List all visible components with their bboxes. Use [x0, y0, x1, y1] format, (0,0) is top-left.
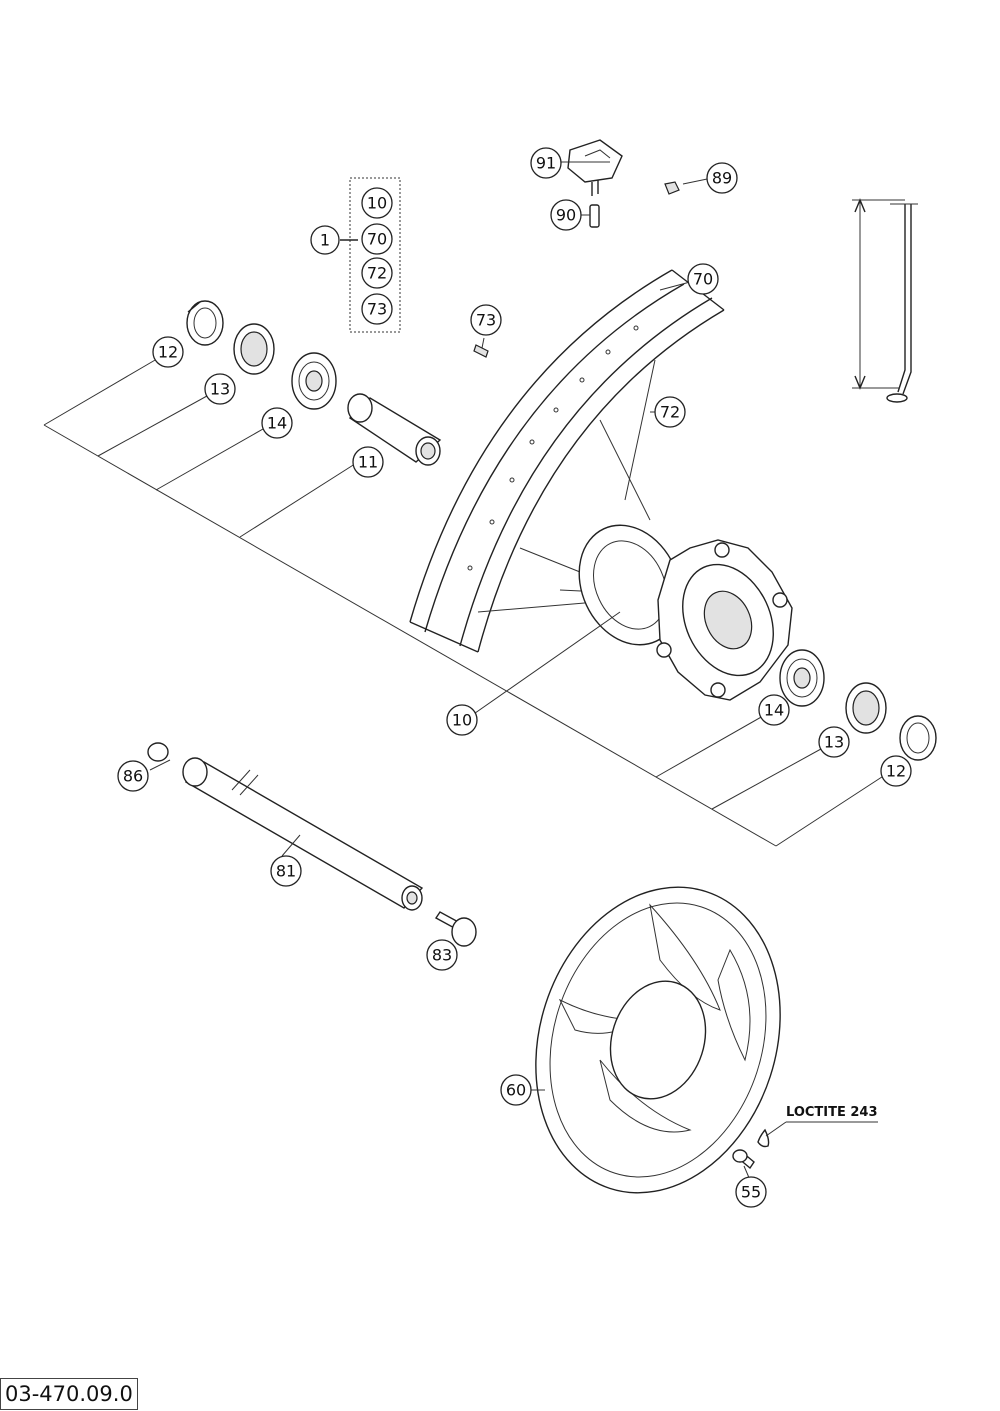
disc-screw-part — [732, 1149, 755, 1170]
callout-10-label: 10 — [452, 711, 472, 730]
callout-83-label: 83 — [432, 946, 452, 965]
kit-callout-73-label: 73 — [367, 300, 387, 319]
callout-14-left: 14 — [261, 407, 293, 439]
wheel-hub-part — [578, 524, 793, 701]
right-shaft-seal — [845, 682, 887, 734]
callout-91-label: 91 — [536, 154, 556, 173]
right-spacer-ring — [899, 715, 937, 761]
callout-12-right: 12 — [880, 755, 912, 787]
callout-55: 55 — [735, 1176, 767, 1208]
callout-89-label: 89 — [712, 169, 732, 188]
callout-60-label: 60 — [506, 1081, 526, 1100]
callout-81: 81 — [270, 855, 302, 887]
callout-10: 10 — [446, 704, 478, 736]
callout-14-left-label: 14 — [267, 414, 287, 433]
callout-13-left-label: 13 — [210, 380, 230, 399]
kit-bracket — [340, 177, 401, 333]
callout-11-label: 11 — [358, 453, 378, 472]
callout-86-label: 86 — [123, 767, 143, 786]
valve-rubber-plug — [473, 344, 489, 358]
callout-70-label: 70 — [693, 270, 713, 289]
callout-90: 90 — [550, 199, 582, 231]
kit-callout-72-label: 72 — [367, 264, 387, 283]
callout-13-left: 13 — [204, 373, 236, 405]
kit-callout-70-label: 70 — [367, 230, 387, 249]
callout-12-left-label: 12 — [158, 343, 178, 362]
kit-callout-72: 72 — [361, 257, 393, 289]
loctite-note: LOCTITE 243 — [786, 1105, 878, 1120]
callout-12-left: 12 — [152, 336, 184, 368]
brake-disc-part — [535, 886, 781, 1194]
callout-55-label: 55 — [741, 1183, 761, 1202]
left-spacer-ring — [186, 300, 224, 346]
spoke-length-dimension — [852, 198, 905, 390]
callout-83: 83 — [426, 939, 458, 971]
callout-81-label: 81 — [276, 862, 296, 881]
callout-73-label: 73 — [476, 311, 496, 330]
kit-callout-10-label: 10 — [367, 194, 387, 213]
callout-72: 72 — [654, 396, 686, 428]
right-wheel-bearing — [779, 649, 825, 707]
callout-13-right-label: 13 — [824, 733, 844, 752]
callout-70: 70 — [687, 263, 719, 295]
distance-tube — [347, 393, 442, 466]
callout-12-right-label: 12 — [886, 762, 906, 781]
callout-11: 11 — [352, 446, 384, 478]
valve-cap-part — [567, 139, 623, 196]
kit-callout-10: 10 — [361, 187, 393, 219]
wheel-axle-part — [182, 757, 424, 911]
rim-part — [409, 269, 725, 653]
axle-bolt-part — [434, 911, 477, 947]
kit-callout-70: 70 — [361, 223, 393, 255]
callout-73: 73 — [470, 304, 502, 336]
callout-14-right-label: 14 — [764, 701, 784, 720]
axle-sleeve-part — [147, 742, 169, 762]
callout-60: 60 — [500, 1074, 532, 1106]
callout-90-label: 90 — [556, 206, 576, 225]
valve-insert-part — [589, 204, 600, 228]
valve-nut-part — [664, 181, 680, 195]
callout-86: 86 — [117, 760, 149, 792]
callout-72-label: 72 — [660, 403, 680, 422]
callout-14-right: 14 — [758, 694, 790, 726]
spoke-part — [886, 203, 918, 403]
left-shaft-seal — [233, 323, 275, 375]
callout-89: 89 — [706, 162, 738, 194]
callout-13-right: 13 — [818, 726, 850, 758]
kit-callout-73: 73 — [361, 293, 393, 325]
left-wheel-bearing — [291, 352, 337, 410]
callout-1-label: 1 — [320, 231, 330, 250]
callout-91: 91 — [530, 147, 562, 179]
thread-locker-drop — [757, 1121, 878, 1148]
assembly-axis-lines — [43, 161, 889, 1181]
callout-1: 1 — [310, 225, 340, 255]
drawing-code: 03-470.09.0 — [0, 1378, 138, 1410]
